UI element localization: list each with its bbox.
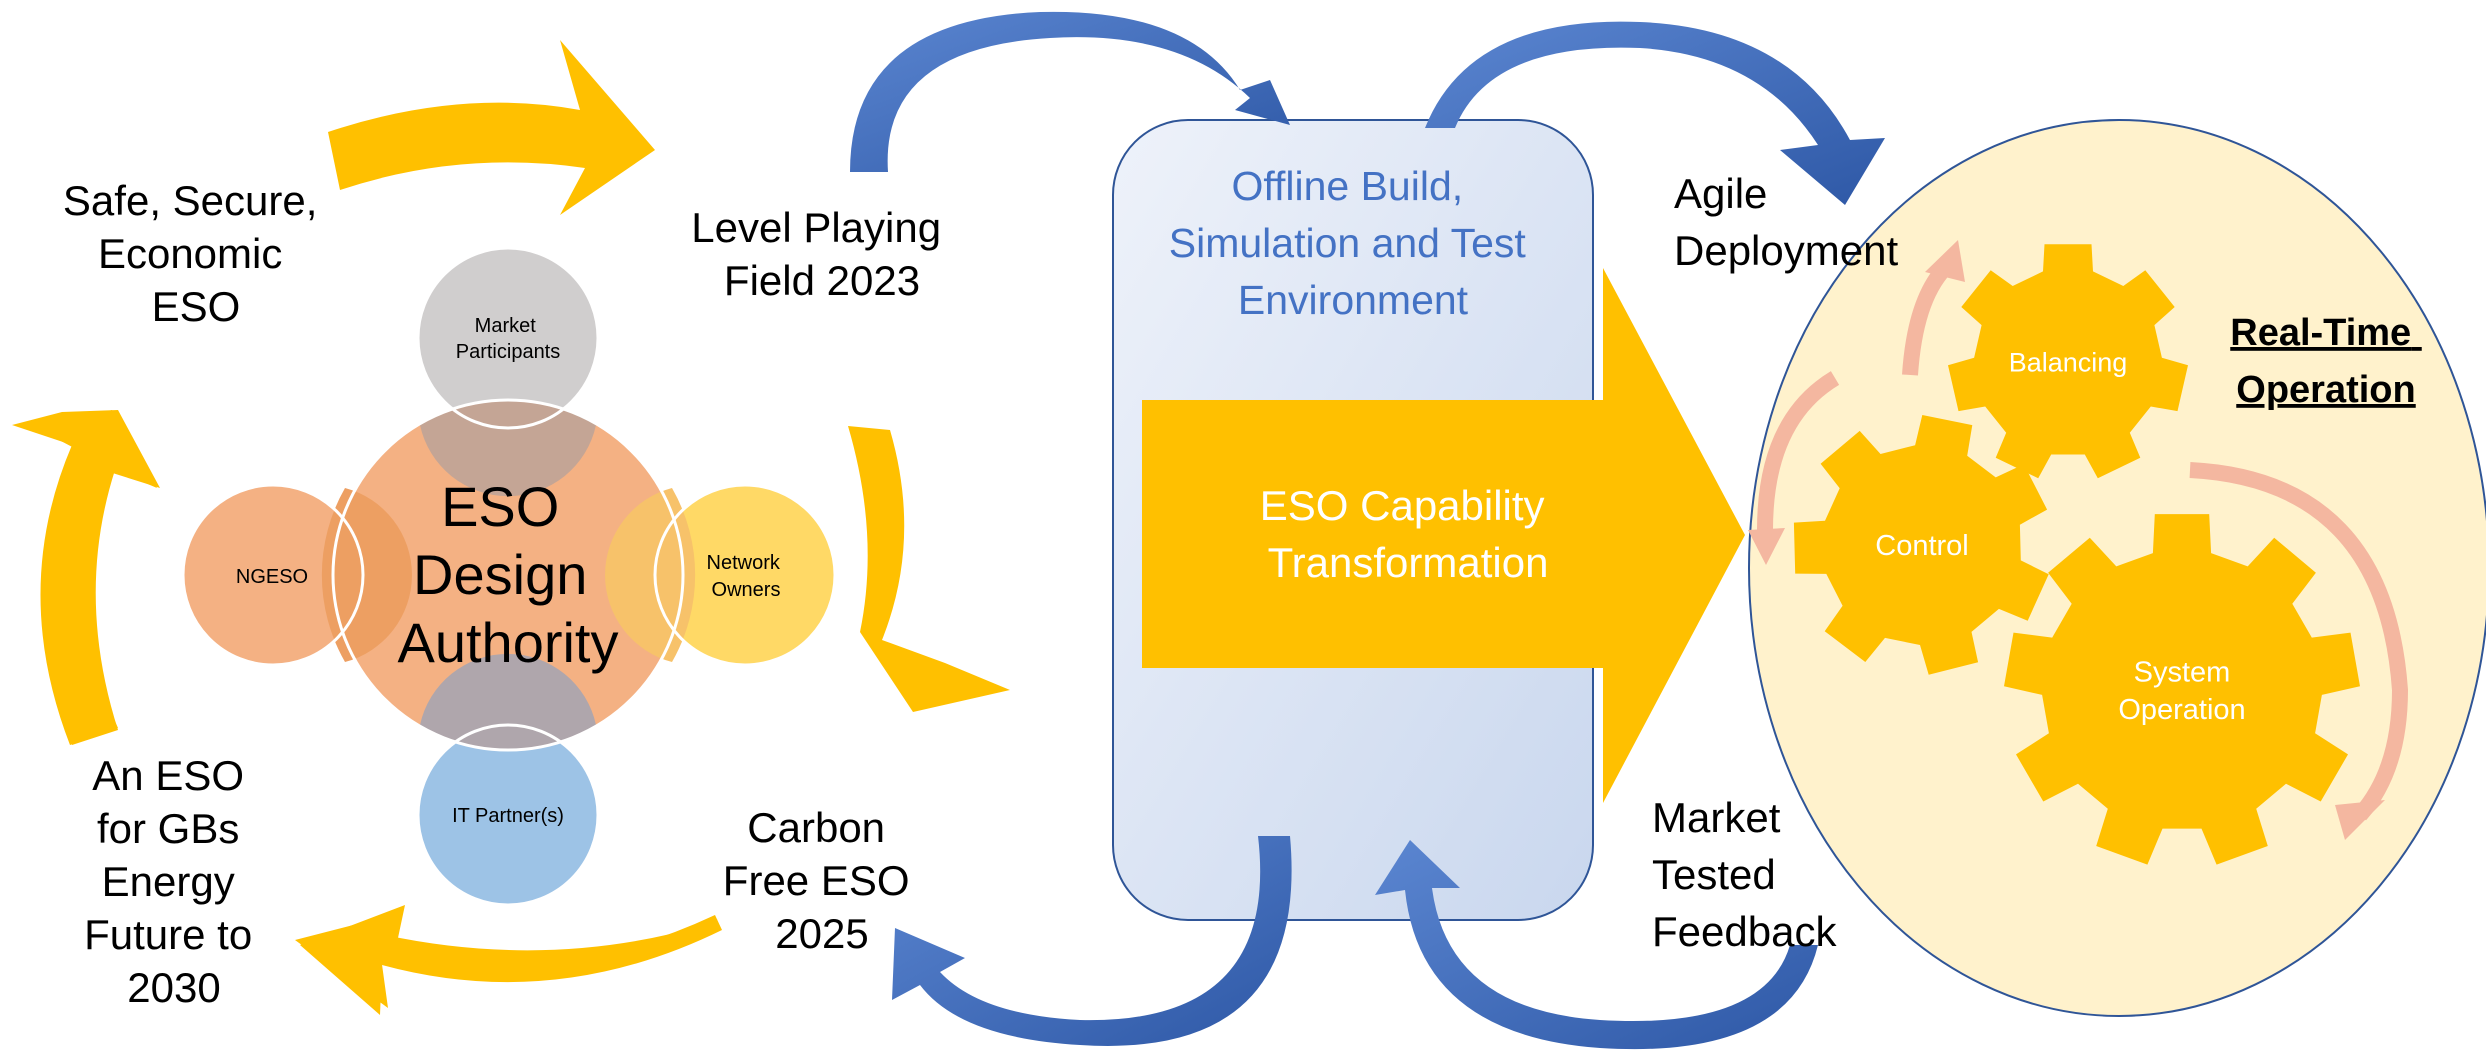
gear-control: Control xyxy=(1793,415,2049,675)
market-feedback-label: Market Tested Feedback xyxy=(1652,794,1837,955)
gear-control-label: Control xyxy=(1875,530,1969,562)
gear-balancing-shape xyxy=(1948,244,2188,479)
label-safe-secure: Safe, Secure, Economic ESO xyxy=(63,177,329,330)
overlap-left xyxy=(321,488,412,662)
blue-arrow-top-right xyxy=(1425,21,1885,205)
transformation-arrow xyxy=(1142,268,1745,803)
venn-circle-market xyxy=(418,248,598,428)
label-carbon-free: Carbon Free ESO 2025 xyxy=(723,804,921,957)
gear-control-shape xyxy=(1793,415,2049,675)
venn-circle-network xyxy=(655,485,835,665)
blue-arrow-bottom-right xyxy=(1375,840,1818,1050)
label-level-playing-field: Level Playing Field 2023 xyxy=(691,204,953,304)
overlap-right xyxy=(605,488,696,662)
gear-system-operation-shape xyxy=(2004,514,2360,865)
cycle-arrow-bottom xyxy=(295,905,722,1015)
venn-network-label: Network Owners xyxy=(707,552,786,601)
venn-circle-it xyxy=(418,725,598,905)
cycle-arrow-top xyxy=(328,40,655,215)
gear-balancing: Balancing xyxy=(1948,244,2188,479)
overlap-bottom xyxy=(420,653,596,749)
cycle-arrow-right xyxy=(848,426,1010,712)
venn-circle-center xyxy=(333,400,683,750)
venn-it-label: IT Partner(s) xyxy=(452,805,564,827)
offline-environment-title: Offline Build, Simulation and Test Envir… xyxy=(1169,163,1537,323)
gear-balancing-label: Balancing xyxy=(2009,347,2128,377)
realtime-title: Real-Time Operation xyxy=(2230,312,2422,411)
agile-deployment-label: Agile Deployment xyxy=(1674,170,1898,274)
blue-arrow-top-left xyxy=(850,11,1290,173)
venn-market-label: Market Participants xyxy=(456,315,561,363)
transformation-label: ESO Capability Transformation xyxy=(1260,482,1556,586)
label-eso-2030: An ESO for GBs Energy Future to 2030 xyxy=(84,752,264,1011)
venn-ngeso-label: NGESO xyxy=(236,566,308,588)
overlap-top xyxy=(420,401,596,497)
venn-center-label: ESO Design Authority xyxy=(398,475,619,674)
cycle-arrow-left xyxy=(12,410,160,745)
venn-group xyxy=(181,246,837,907)
venn-circle-ngeso xyxy=(183,485,363,665)
pink-arrow-heads xyxy=(1748,240,2385,840)
